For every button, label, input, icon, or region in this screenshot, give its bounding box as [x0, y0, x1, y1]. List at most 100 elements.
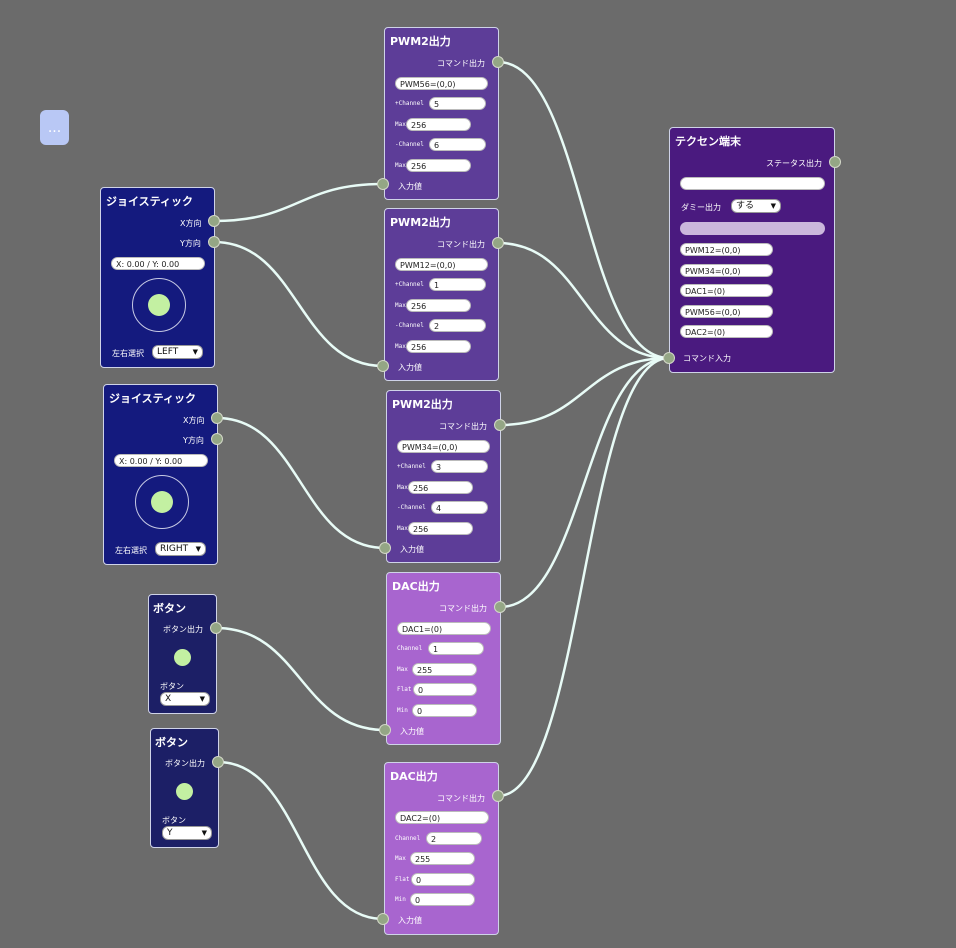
flat-input[interactable]: 0 [411, 873, 475, 886]
terminal-node[interactable]: テクセン端末 ステータス出力 ダミー出力 する▼ PWM12=(0,0) PWM… [669, 127, 835, 373]
dac-node-2[interactable]: DAC出力 コマンド出力 DAC2=(0) Channel 2 Max 255 … [384, 762, 499, 935]
wire-joystick-1-y-port-to-pwm-2-in-port [213, 240, 384, 368]
command-readout: DAC2=(0) [395, 811, 489, 824]
select-label: 左右選択 [112, 349, 144, 358]
joystick-pad[interactable] [135, 475, 189, 529]
joystick-2-y-port[interactable] [211, 433, 223, 445]
side-select[interactable]: RIGHT▼ [155, 542, 206, 556]
button-indicator[interactable] [176, 783, 193, 800]
channel-input[interactable]: 1 [428, 642, 484, 655]
pwm-3-in-port[interactable] [379, 542, 391, 554]
joystick-1-x-port[interactable] [208, 215, 220, 227]
x-port-label: X方向 [183, 416, 205, 425]
field-label: -Channel [397, 504, 426, 511]
button-select[interactable]: Y▼ [162, 826, 212, 840]
pwm-3-out-port[interactable] [494, 419, 506, 431]
button-indicator[interactable] [174, 649, 191, 666]
pwm-node-2[interactable]: PWM2出力 コマンド出力 PWM12=(0,0) +Channel 1 Max… [384, 208, 499, 381]
max-input[interactable]: 256 [406, 299, 471, 312]
status-out-label: ステータス出力 [766, 159, 822, 168]
dac-2-out-port[interactable] [492, 790, 504, 802]
field-label: +Channel [395, 100, 424, 107]
chevron-down-icon: ▼ [192, 348, 198, 356]
command-out-label: コマンド出力 [437, 59, 485, 68]
button-select-value: Y [167, 828, 173, 838]
input-port-label: 入力値 [398, 916, 422, 925]
max-input[interactable]: 256 [406, 118, 471, 131]
pwm-1-in-port[interactable] [377, 178, 389, 190]
side-select-value: LEFT [157, 347, 179, 357]
node-title: テクセン端末 [675, 135, 741, 148]
joystick-readout: X: 0.00 / Y: 0.00 [114, 454, 208, 467]
joystick-pad[interactable] [132, 278, 186, 332]
pwm-1-out-port[interactable] [492, 56, 504, 68]
side-select-value: RIGHT [160, 544, 189, 554]
dac-2-in-port[interactable] [377, 913, 389, 925]
dac-node-1[interactable]: DAC出力 コマンド出力 DAC1=(0) Channel 1 Max 255 … [386, 572, 501, 745]
button-select[interactable]: X▼ [160, 692, 210, 706]
input-port-label: 入力値 [398, 182, 422, 191]
min-input[interactable]: 0 [410, 893, 475, 906]
minus-channel-input[interactable]: 2 [429, 319, 486, 332]
field-label: Channel [395, 835, 421, 842]
joystick-knob[interactable] [148, 294, 170, 316]
dummy-output-select[interactable]: する▼ [731, 199, 781, 213]
pwm-node-1[interactable]: PWM2出力 コマンド出力 PWM56=(0,0) +Channel 5 Max… [384, 27, 499, 200]
node-title: ボタン [155, 736, 188, 749]
command-readout: PWM56=(0,0) [395, 77, 488, 90]
command-log-item: DAC1=(0) [680, 284, 773, 297]
wire-joystick-2-x-port-to-pwm-3-in-port [216, 416, 386, 550]
select-label: ボタン [160, 682, 184, 691]
joystick-node-1[interactable]: ジョイスティック X方向 Y方向 X: 0.00 / Y: 0.00 左右選択 … [100, 187, 215, 368]
dac-1-out-port[interactable] [494, 601, 506, 613]
pwm-node-3[interactable]: PWM2出力 コマンド出力 PWM34=(0,0) +Channel 3 Max… [386, 390, 501, 563]
plus-channel-input[interactable]: 5 [429, 97, 486, 110]
button-node-1[interactable]: ボタン ボタン出力 ボタン X▼ [148, 594, 217, 714]
field-label: Max [397, 484, 408, 491]
pwm-2-out-port[interactable] [492, 237, 504, 249]
select-label: ボタン [162, 816, 186, 825]
button-select-value: X [165, 694, 172, 704]
field-label: +Channel [395, 281, 424, 288]
button-2-out-port[interactable] [212, 756, 224, 768]
button-port-label: ボタン出力 [163, 625, 203, 634]
joystick-2-x-port[interactable] [211, 412, 223, 424]
terminal-command-in-port[interactable] [663, 352, 675, 364]
field-label: -Channel [395, 141, 424, 148]
flat-input[interactable]: 0 [413, 683, 477, 696]
max-input[interactable]: 255 [412, 663, 477, 676]
side-select[interactable]: LEFT ▼ [152, 345, 203, 359]
max-input[interactable]: 256 [406, 159, 471, 172]
max-input[interactable]: 256 [408, 522, 473, 535]
field-label: Max [395, 162, 406, 169]
field-label: Max [397, 525, 408, 532]
channel-input[interactable]: 2 [426, 832, 482, 845]
button-1-out-port[interactable] [210, 622, 222, 634]
max-input[interactable]: 256 [408, 481, 473, 494]
progress-bar [680, 222, 825, 235]
button-node-2[interactable]: ボタン ボタン出力 ボタン Y▼ [150, 728, 219, 848]
minus-channel-input[interactable]: 4 [431, 501, 488, 514]
command-log-item: DAC2=(0) [680, 325, 773, 338]
wire-joystick-1-x-port-to-pwm-1-in-port [213, 182, 384, 223]
menu-button[interactable]: ... [40, 110, 69, 145]
pwm-2-in-port[interactable] [377, 360, 389, 372]
dac-1-in-port[interactable] [379, 724, 391, 736]
dummy-output-label: ダミー出力 [681, 203, 721, 212]
joystick-knob[interactable] [151, 491, 173, 513]
plus-channel-input[interactable]: 1 [429, 278, 486, 291]
terminal-status-out-port[interactable] [829, 156, 841, 168]
max-input[interactable]: 256 [406, 340, 471, 353]
field-label: Max [395, 121, 406, 128]
wire-pwm-2-out-port-to-terminal-command-in-port [497, 241, 670, 360]
node-title: DAC出力 [390, 770, 438, 783]
minus-channel-input[interactable]: 6 [429, 138, 486, 151]
max-input[interactable]: 255 [410, 852, 475, 865]
min-input[interactable]: 0 [412, 704, 477, 717]
joystick-1-y-port[interactable] [208, 236, 220, 248]
command-readout: PWM12=(0,0) [395, 258, 488, 271]
field-label: +Channel [397, 463, 426, 470]
joystick-node-2[interactable]: ジョイスティック X方向 Y方向 X: 0.00 / Y: 0.00 左右選択 … [103, 384, 218, 565]
plus-channel-input[interactable]: 3 [431, 460, 488, 473]
wire-button-2-out-port-to-dac-2-in-port [217, 760, 384, 921]
